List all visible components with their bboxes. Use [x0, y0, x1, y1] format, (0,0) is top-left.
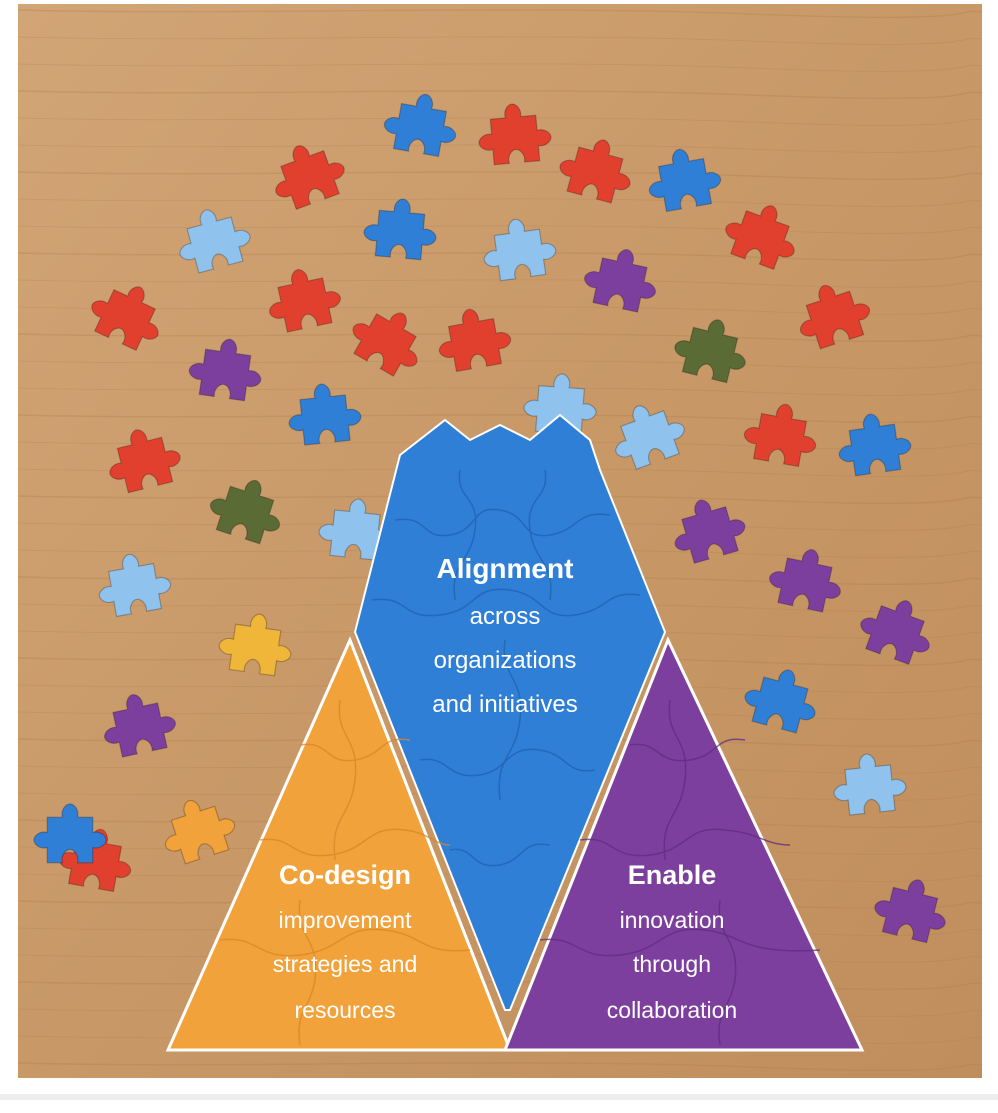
codesign-line-1: improvement — [279, 907, 413, 933]
enable-line-3: collaboration — [607, 997, 737, 1023]
wood-grain-line — [17, 90, 983, 100]
enable-section: Enable innovation through collaboration — [502, 636, 865, 1052]
alignment-line-3: and initiatives — [432, 691, 577, 718]
codesign-line-2: strategies and — [273, 951, 417, 977]
wood-grain-line — [17, 63, 983, 72]
alignment-line-2: organizations — [434, 647, 577, 674]
wood-grain-line — [17, 279, 983, 288]
wood-grain-line — [17, 117, 983, 126]
wood-grain-line — [17, 468, 983, 477]
wood-grain-line — [17, 522, 983, 531]
codesign-section: Co-design improvement strategies and res… — [165, 636, 513, 1052]
codesign-line-3: resources — [295, 997, 396, 1023]
wood-grain-line — [17, 549, 983, 558]
alignment-line-1: across — [470, 603, 541, 630]
wood-grain-line — [17, 576, 983, 586]
wood-grain-line — [17, 495, 983, 505]
wood-grain-line — [17, 198, 983, 207]
codesign-title: Co-design — [279, 860, 411, 890]
enable-title: Enable — [628, 860, 717, 890]
wood-grain-line — [17, 36, 983, 45]
enable-line-2: through — [633, 951, 711, 977]
bottom-rule — [0, 1094, 998, 1100]
alignment-title: Alignment — [437, 553, 574, 584]
wood-grain-line — [17, 9, 983, 19]
wood-grain-line — [17, 603, 983, 612]
wood-grain-line — [17, 171, 983, 181]
wood-grain-line — [17, 1062, 983, 1072]
wood-grain-line — [17, 333, 983, 343]
wood-grain-line — [17, 306, 983, 315]
enable-line-1: innovation — [620, 907, 725, 933]
wood-grain-line — [17, 144, 983, 153]
alignment-section: Alignment across organizations and initi… — [353, 413, 667, 1011]
wood-grain-line — [17, 657, 983, 667]
